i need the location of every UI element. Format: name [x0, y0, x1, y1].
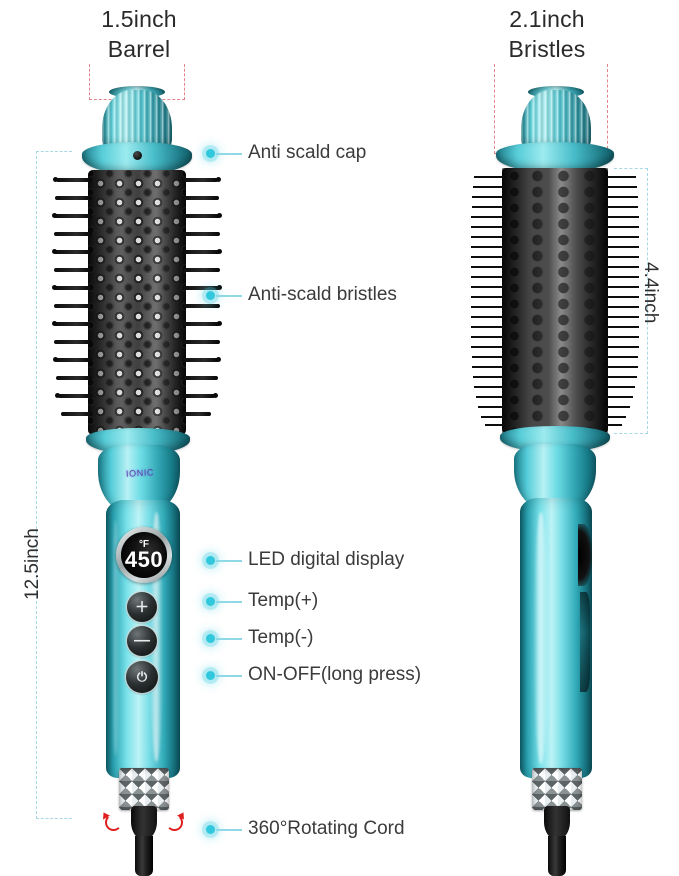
guide-bracket-brush-length — [614, 168, 648, 434]
temp-up-button[interactable]: ＋ — [127, 592, 157, 622]
brand-mark-ionic: IONIC — [125, 467, 155, 479]
barrel-highlight-b — [502, 168, 608, 433]
temperature-unit-label: °F — [138, 539, 150, 550]
product-front-view: IONIC °F 450 ＋ — ⏻ — [0, 0, 222, 876]
callout-leader-led-digital-display — [216, 560, 242, 562]
plus-icon: ＋ — [135, 599, 149, 615]
callout-leader-anti-scald-cap — [216, 153, 242, 155]
indicator-dot — [133, 151, 142, 160]
callout-anti-scald-cap: Anti scald cap — [248, 142, 367, 163]
swivel-collar — [119, 768, 169, 810]
product-rotated-view — [430, 0, 679, 876]
callout-dot-anti-scald-bristles — [206, 291, 215, 300]
bristles-left-fine-b — [471, 172, 504, 430]
power-cord — [135, 836, 153, 876]
callout-temp-minus: Temp(-) — [248, 627, 314, 648]
callout-dot-on-off — [206, 671, 215, 680]
led-display-bezel: °F 450 — [116, 527, 172, 583]
callout-dot-rotating-cord — [206, 825, 215, 834]
callout-leader-temp-minus — [216, 638, 242, 640]
power-button[interactable]: ⏻ — [126, 661, 158, 693]
header-left-barrel-size: 1.5inch Barrel — [101, 6, 177, 62]
handle-gloss-edge — [112, 520, 119, 756]
rotation-arrow-left-icon — [105, 814, 122, 831]
guide-bracket-total-length — [36, 151, 72, 819]
callout-rotating-cord: 360°Rotating Cord — [248, 818, 405, 839]
temperature-value: 450 — [124, 547, 164, 572]
power-cord-b — [548, 836, 566, 876]
button-side-profile-b — [580, 592, 590, 692]
callout-dot-anti-scald-cap — [206, 149, 215, 158]
cord-strain-relief — [131, 806, 157, 840]
callout-dot-led-digital-display — [206, 556, 215, 565]
minus-icon: — — [134, 632, 150, 649]
callout-anti-scald-bristles: Anti-scald bristles — [248, 284, 397, 305]
bristles-right-side — [180, 176, 222, 432]
callout-led-digital-display: LED digital display — [248, 549, 405, 570]
handle-gloss-b — [534, 512, 548, 764]
callout-dot-temp-plus — [206, 597, 215, 606]
callout-temp-plus: Temp(+) — [248, 590, 319, 611]
callout-leader-on-off — [216, 675, 242, 677]
callout-leader-temp-plus — [216, 601, 242, 603]
barrel-collar-b — [496, 142, 614, 172]
header-right-bristles-size: 2.1inch Bristles — [508, 6, 586, 62]
display-side-profile-b — [578, 524, 592, 586]
callout-leader-anti-scald-bristles — [216, 295, 242, 297]
temp-down-button[interactable]: — — [127, 626, 157, 656]
heated-barrel-b — [502, 168, 608, 433]
anti-scald-cap-b — [521, 90, 591, 152]
anti-scald-cap — [102, 90, 172, 152]
barrel-highlight — [88, 170, 186, 435]
callout-dot-temp-minus — [206, 634, 215, 643]
cord-strain-relief-b — [544, 806, 570, 840]
power-icon: ⏻ — [136, 669, 148, 684]
heated-barrel — [88, 170, 186, 435]
bristles-right-fine-b — [606, 172, 639, 430]
callout-leader-rotating-cord — [216, 829, 242, 831]
callout-on-off: ON-OFF(long press) — [248, 664, 422, 685]
bristles-left-side — [52, 176, 94, 432]
swivel-collar-b — [532, 768, 582, 810]
led-display-screen: °F 450 — [121, 532, 167, 578]
